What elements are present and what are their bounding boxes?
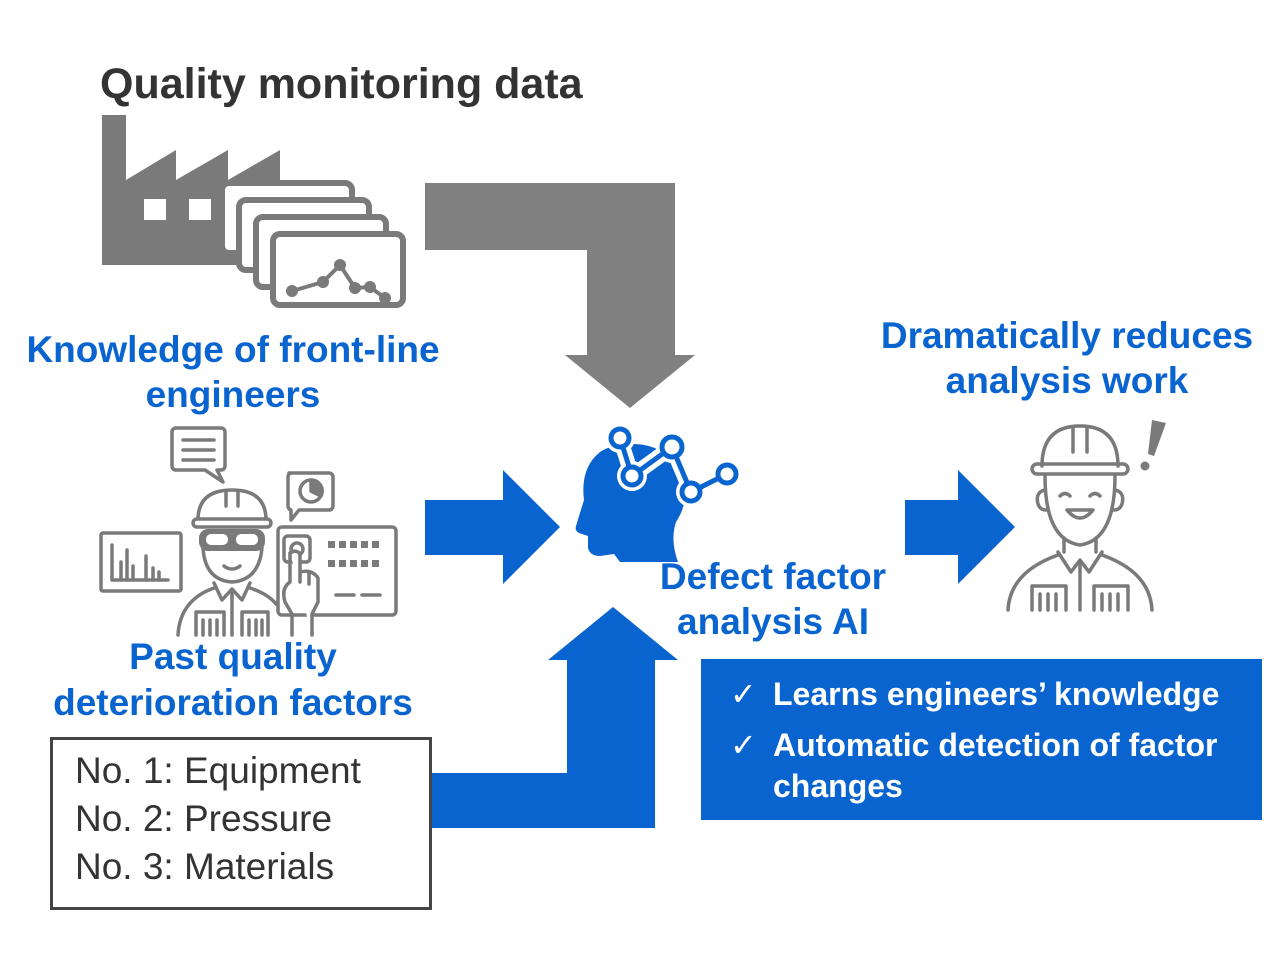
monitoring-data-arrow — [425, 183, 695, 408]
benefit-text: Learns engineers’ knowledge — [773, 674, 1219, 715]
past-factors-label-line: Past quality — [129, 636, 337, 677]
factors-ranking-box: No. 1: Equipment No. 2: Pressure No. 3: … — [50, 737, 432, 910]
knowledge-label-line: Knowledge of front-line — [26, 329, 440, 370]
ai-head-network-icon — [575, 423, 742, 562]
panel-dots — [328, 541, 379, 567]
engineer-figure — [176, 488, 278, 637]
chart-points — [286, 259, 391, 304]
result-arrow — [905, 470, 1015, 584]
knowledge-label: Knowledge of front-line engineers — [3, 327, 463, 417]
diagram-title: Quality monitoring data — [100, 60, 583, 108]
past-factors-label: Past quality deterioration factors — [3, 634, 463, 726]
factory-window — [189, 199, 211, 220]
benefit-text-line: changes — [773, 768, 903, 804]
factor-item: No. 3: Materials — [75, 846, 335, 887]
speech-bubble-icon — [170, 426, 227, 484]
network-nodes — [608, 426, 739, 504]
benefit-text-line: Automatic detection of factor — [773, 727, 1218, 763]
ai-label-line: Defect factor — [659, 556, 887, 597]
engineer-exclamation-icon — [1006, 420, 1166, 612]
engineer-touch-panel-icon — [99, 426, 398, 637]
result-label: Dramatically reduces analysis work — [857, 313, 1277, 403]
benefit-text: Automatic detection of factor changes — [773, 725, 1217, 807]
ai-head-silhouette — [575, 444, 686, 562]
check-icon: ✓ — [730, 726, 757, 764]
knowledge-arrow — [425, 470, 560, 584]
past-factors-arrow — [425, 607, 678, 828]
result-label-line: Dramatically reduces — [880, 315, 1254, 356]
benefits-box: ✓ Learns engineers’ knowledge ✓ Automati… — [701, 659, 1262, 820]
benefit-item: ✓ Learns engineers’ knowledge — [730, 674, 1262, 715]
result-label-line: analysis work — [945, 360, 1189, 401]
bar-chart-board-icon — [99, 531, 183, 593]
past-factors-label-line: deterioration factors — [53, 682, 413, 723]
pointing-hand-icon — [282, 549, 320, 637]
factory-window — [144, 199, 166, 220]
ai-label: Defect factor analysis AI — [623, 554, 923, 644]
factor-item: No. 1: Equipment — [75, 750, 361, 791]
exclamation-icon — [1140, 420, 1166, 471]
knowledge-label-line: engineers — [145, 374, 321, 415]
benefit-text-line: Learns engineers’ knowledge — [773, 676, 1220, 712]
pie-chart-bubble-icon — [286, 471, 335, 522]
ai-label-line: analysis AI — [677, 601, 869, 642]
engineer-result-figure — [1006, 424, 1154, 612]
check-icon: ✓ — [730, 675, 757, 713]
benefit-item: ✓ Automatic detection of factor changes — [730, 725, 1262, 807]
chart-cards-icon — [219, 180, 406, 308]
factor-item: No. 2: Pressure — [75, 798, 333, 839]
goggles-icon — [199, 529, 265, 551]
